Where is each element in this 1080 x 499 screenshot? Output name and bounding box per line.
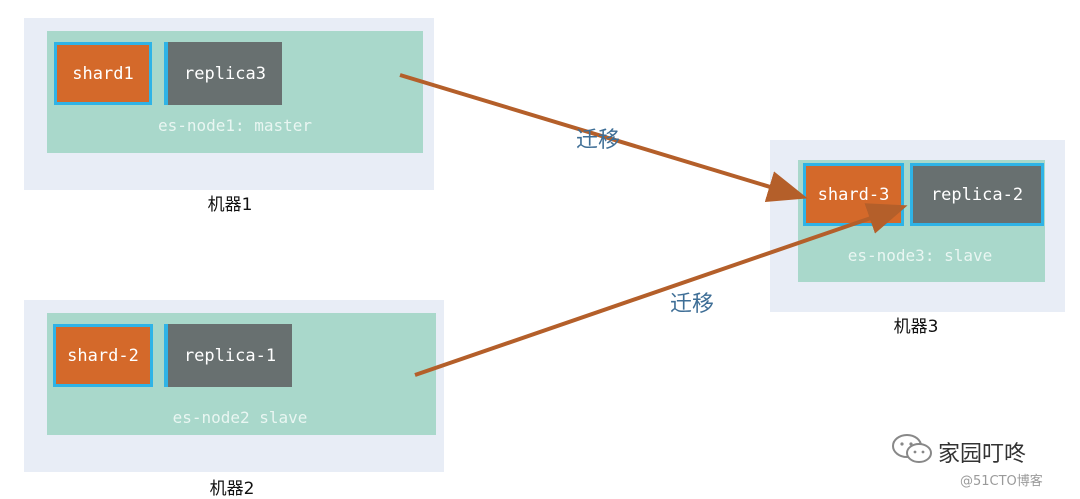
replica3-box: replica3 <box>164 42 282 105</box>
migration-arrow-2 <box>414 203 908 377</box>
watermark-brand: 家园叮咚 <box>938 442 1027 467</box>
migration-arrow-1 <box>399 73 808 203</box>
watermark-site: @51CTO博客 <box>960 474 1043 489</box>
es-node2-label: es-node2 slave <box>172 408 308 427</box>
wechat-icon <box>892 434 932 463</box>
es-node3-label: es-node3: slave <box>847 246 993 265</box>
migration-label-2: 迁移 <box>670 292 715 317</box>
es-node1-label: es-node1: master <box>157 116 313 135</box>
migration-label-1: 迁移 <box>576 128 621 153</box>
machine-2-label: 机器2 <box>209 479 255 499</box>
machine-3-label: 机器3 <box>893 317 939 337</box>
replica-2-box: replica-2 <box>910 163 1044 226</box>
shard1-box: shard1 <box>54 42 152 105</box>
shard-2-box: shard-2 <box>53 324 153 387</box>
machine-1-label: 机器1 <box>207 195 253 215</box>
replica-1-box: replica-1 <box>164 324 292 387</box>
